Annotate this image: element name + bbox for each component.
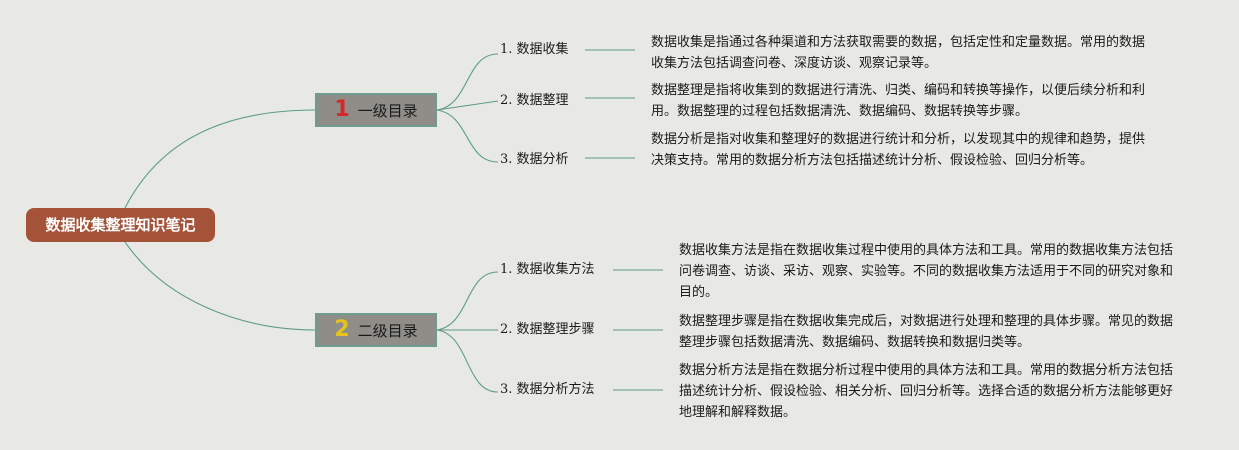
section-1-title: 一级目录 bbox=[357, 101, 418, 120]
section-2-item-1-label[interactable]: 1. 数据收集方法 bbox=[500, 262, 595, 277]
section-2-node[interactable]: 2 二级目录 bbox=[315, 313, 437, 347]
connector-root-to-section-2 bbox=[124, 241, 317, 331]
root-node-title[interactable]: 数据收集整理知识笔记 bbox=[26, 208, 215, 242]
section-1-item-3-label[interactable]: 3. 数据分析 bbox=[500, 152, 569, 167]
section-2-item-1-description: 数据收集方法是指在数据收集过程中使用的具体方法和工具。常用的数据收集方法包括问卷… bbox=[679, 243, 1174, 300]
section-1-item-2-description: 数据整理是指将收集到的数据进行清洗、归类、编码和转换等操作，以便后续分析和利用。… bbox=[651, 83, 1146, 119]
section-1-node[interactable]: 1 一级目录 bbox=[315, 93, 437, 127]
section-2-item-2-label[interactable]: 2. 数据整理步骤 bbox=[500, 322, 595, 337]
section-1-item-1-description: 数据收集是指通过各种渠道和方法获取需要的数据，包括定性和定量数据。常用的数据收集… bbox=[651, 35, 1146, 71]
section-2-item-3-description: 数据分析方法是指在数据分析过程中使用的具体方法和工具。常用的数据分析方法包括描述… bbox=[679, 363, 1174, 420]
section-1-item-1-label[interactable]: 1. 数据收集 bbox=[500, 42, 569, 57]
section-1-item-3-description: 数据分析是指对收集和整理好的数据进行统计和分析，以发现其中的规律和趋势，提供决策… bbox=[651, 132, 1146, 168]
connector-s1-item2 bbox=[436, 100, 499, 111]
section-2-number-icon: 2 bbox=[334, 317, 350, 342]
section-2-item-3-label[interactable]: 3. 数据分析方法 bbox=[500, 382, 595, 397]
connector-s1-item1 bbox=[436, 53, 499, 111]
connector-s2-item3 bbox=[436, 329, 499, 393]
section-2-title: 二级目录 bbox=[357, 321, 418, 340]
section-1-item-2-label[interactable]: 2. 数据整理 bbox=[500, 93, 569, 108]
connector-root-to-section-1 bbox=[124, 109, 317, 209]
section-2-item-2-description: 数据整理步骤是指在数据收集完成后，对数据进行处理和整理的具体步骤。常见的数据整理… bbox=[679, 314, 1174, 350]
section-1-number-icon: 1 bbox=[334, 97, 350, 122]
connector-s1-item3 bbox=[436, 109, 499, 163]
connector-s2-item1 bbox=[436, 271, 499, 331]
